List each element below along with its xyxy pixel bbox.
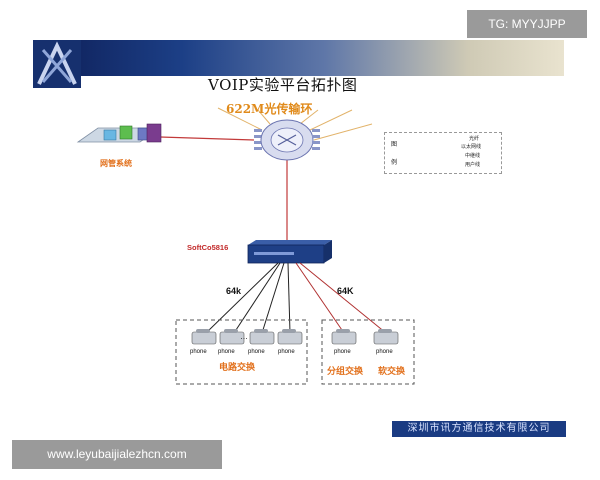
trunk-line <box>233 262 281 334</box>
overlay-tag: TG: MYYJJPP <box>467 10 587 38</box>
circuit-switch-group-box <box>175 319 308 385</box>
company-logo <box>33 40 81 88</box>
legend-box: 图 例 光纤 以太网线 中继线 用户线 <box>384 132 502 174</box>
packet-softswitch-group-box <box>321 319 415 385</box>
ring-ray <box>299 109 319 125</box>
overlay-url[interactable]: www.leyubaijialezhcn.com <box>12 440 222 469</box>
trunk-line <box>205 262 279 334</box>
phone-icon <box>219 329 245 345</box>
link-rate-left: 64k <box>226 286 242 296</box>
phone-icon <box>373 329 399 345</box>
softswitch-device <box>247 240 332 264</box>
subscriber-line <box>299 262 387 334</box>
ring-ray <box>309 109 353 131</box>
phone-label: phone <box>248 349 265 355</box>
soft-switch-label: 软交换 <box>378 366 406 376</box>
link-rate-right: 64K <box>337 286 354 296</box>
packet-switch-label: 分组交换 <box>327 366 364 376</box>
ring-label: 622M光传输环 <box>226 102 313 116</box>
header-band <box>33 40 564 76</box>
diagram-title: VOIP实验平台拓扑图 <box>208 76 358 94</box>
nms-label: 网管系统 <box>100 159 132 168</box>
optical-ring-device <box>254 119 320 161</box>
phone-icon <box>191 329 217 345</box>
trunk-line <box>261 262 285 334</box>
legend-item-subscriber: 用户线 <box>465 162 481 168</box>
phone-label: phone <box>376 349 393 355</box>
nms-ethernet-link <box>159 136 255 141</box>
phone-icon <box>277 329 303 345</box>
nms-server-group <box>76 123 162 143</box>
softswitch-label: SoftCo5816 <box>187 243 229 252</box>
phone-icon <box>249 329 275 345</box>
subscriber-line <box>295 262 345 334</box>
legend-item-trunk: 中继线 <box>465 153 481 159</box>
ring-ray <box>313 123 373 141</box>
trunk-line <box>287 262 291 334</box>
company-footer: 深圳市讯方通信技术有限公司 <box>392 421 566 437</box>
ring-ray <box>257 109 271 125</box>
legend-key-top: 图 <box>391 142 398 148</box>
legend-item-fiber: 光纤 <box>469 136 480 142</box>
more-phones-ellipsis: … <box>240 332 248 341</box>
phone-label: phone <box>334 349 351 355</box>
phone-label: phone <box>278 349 295 355</box>
circuit-switch-label: 电路交换 <box>219 362 256 372</box>
ring-ray <box>217 107 263 131</box>
phone-label: phone <box>190 349 207 355</box>
phone-icon <box>331 329 357 345</box>
legend-key-bottom: 例 <box>391 160 398 166</box>
phone-label: phone <box>218 349 235 355</box>
legend-item-ethernet: 以太网线 <box>461 144 482 150</box>
